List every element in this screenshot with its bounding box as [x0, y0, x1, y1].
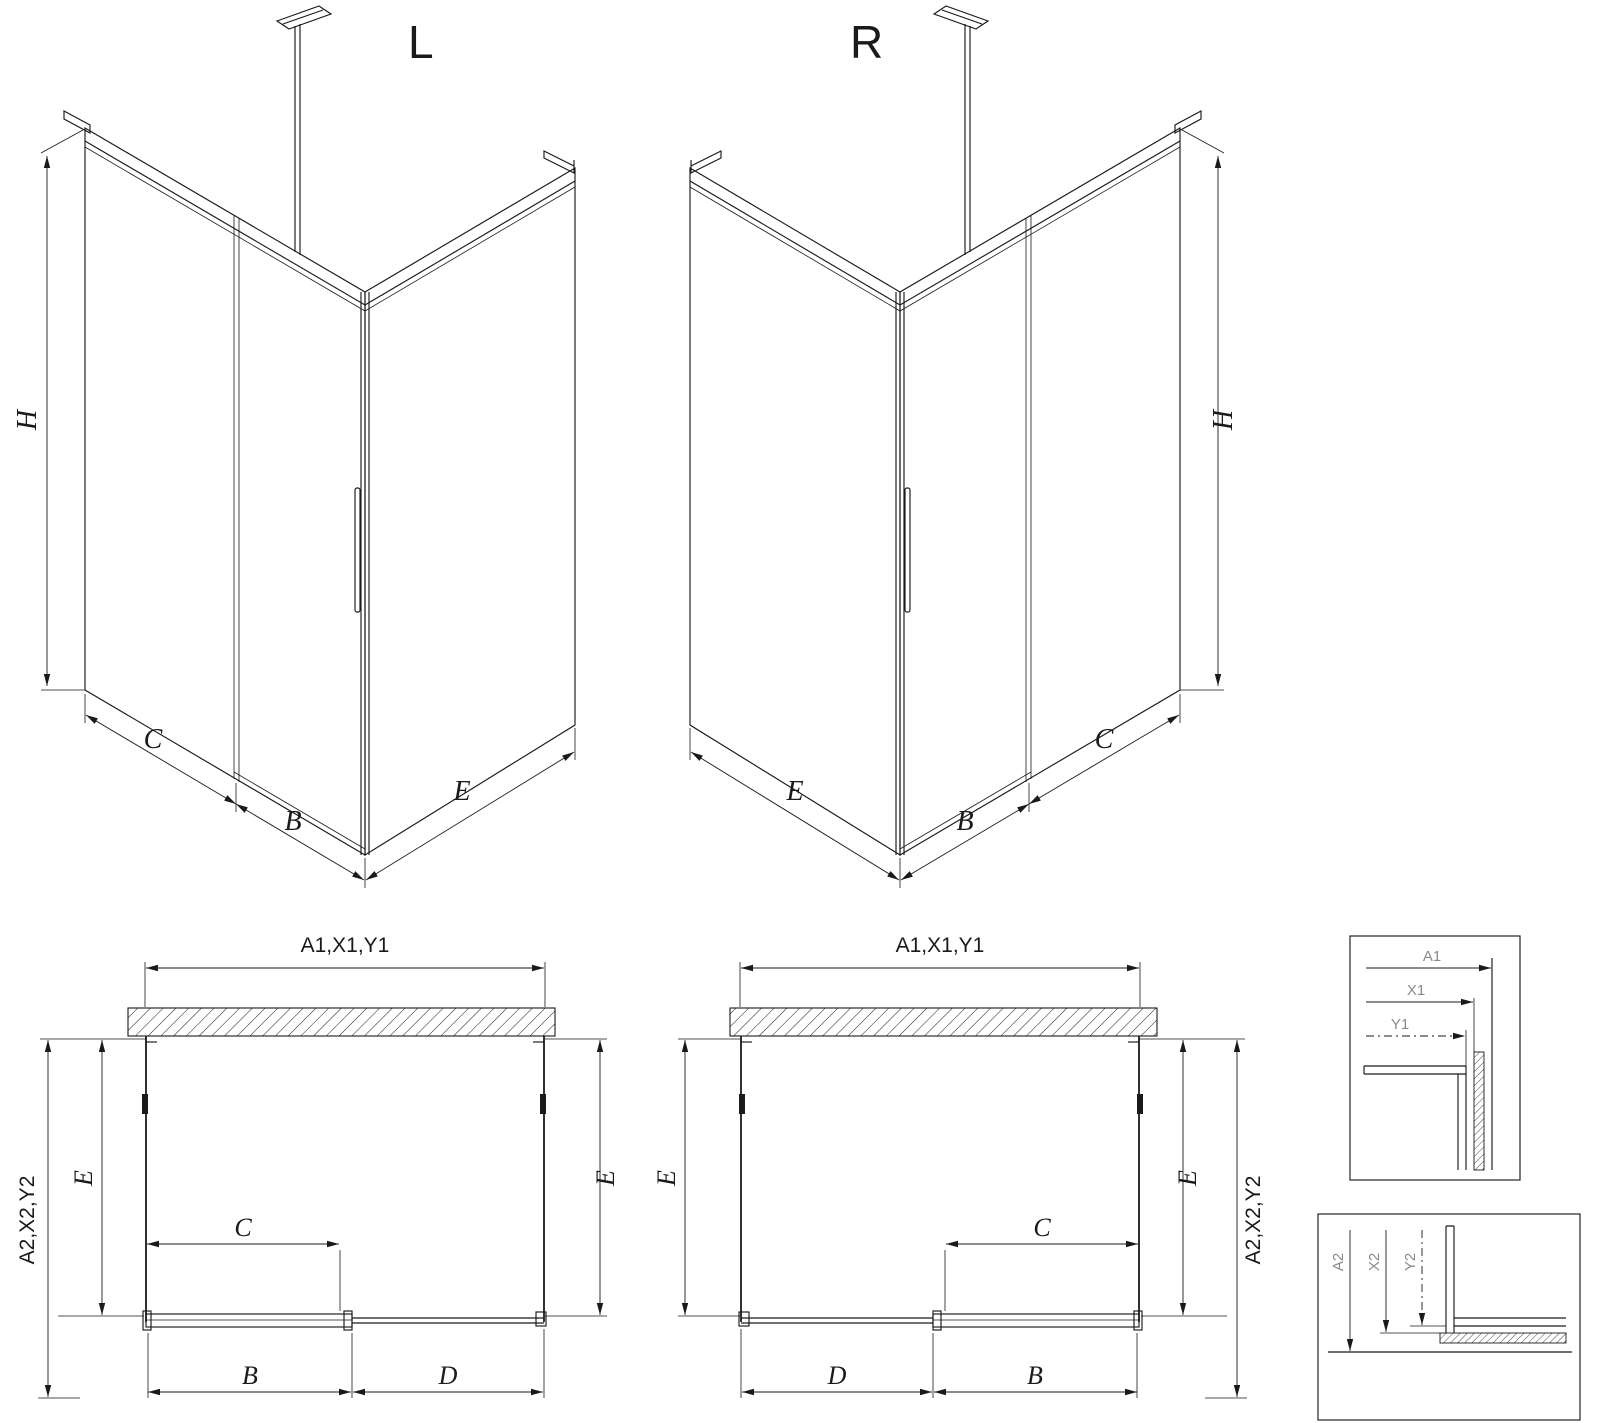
dim-width-label: A1,X1,Y1	[896, 934, 985, 957]
dim-a1-label: A1	[1423, 948, 1441, 965]
dim-x1-label: X1	[1407, 982, 1425, 999]
detail-box	[1349, 935, 1521, 1181]
dim-d-label: D	[438, 1361, 458, 1390]
dim-h-label: H	[1208, 408, 1239, 431]
iso-left-linework	[41, 6, 575, 888]
dim-y2-label: Y2	[1402, 1253, 1419, 1271]
dim-e-label: E	[785, 776, 803, 807]
wall-section-hatched	[729, 1007, 1158, 1037]
dim-b-label: B	[284, 806, 301, 837]
dim-y1-label: Y1	[1391, 1016, 1409, 1033]
dim-a2-label: A2	[1330, 1253, 1347, 1271]
dim-e-right-label: E	[591, 1170, 620, 1187]
dim-e-right-label: E	[1173, 1170, 1202, 1187]
dim-b-label: B	[1027, 1361, 1043, 1390]
iso-view-right: R H E B C	[690, 6, 1239, 888]
glass-section-hatched	[1439, 1332, 1567, 1344]
iso-right-linework	[690, 6, 1224, 888]
detail-view-bottom: A2 X2 Y2	[1317, 1213, 1581, 1421]
plan-view-left: A1,X1,Y1 A2,X2,Y2 E E C B D	[16, 934, 620, 1398]
dim-e-label: E	[452, 776, 470, 807]
dim-b-label: B	[956, 806, 973, 837]
dim-c-label: C	[1095, 724, 1114, 755]
dim-depth-label: A2,X2,Y2	[16, 1176, 39, 1265]
detail-view-top: A1 X1 Y1	[1349, 935, 1521, 1181]
variant-label-left: L	[408, 16, 434, 68]
iso-view-left: L H C B E	[12, 6, 575, 888]
dim-c-label: C	[1033, 1213, 1051, 1242]
profile-section	[1363, 1065, 1467, 1170]
dim-e-left-label: E	[652, 1170, 681, 1187]
dim-depth-label: A2,X2,Y2	[1242, 1176, 1265, 1265]
wall-section-hatched	[127, 1007, 556, 1037]
dim-x2-label: X2	[1366, 1253, 1383, 1271]
dim-b-label: B	[242, 1361, 258, 1390]
dim-h-label: H	[12, 408, 43, 431]
profile-section	[1445, 1225, 1566, 1333]
glass-section-hatched	[1473, 1051, 1485, 1171]
dim-width-label: A1,X1,Y1	[301, 934, 390, 957]
dim-e-left-label: E	[69, 1170, 98, 1187]
dim-d-label: D	[827, 1361, 847, 1390]
variant-label-right: R	[850, 16, 883, 68]
dim-c-label: C	[234, 1213, 252, 1242]
detail-box	[1317, 1213, 1581, 1421]
plan-view-right: A1,X1,Y1 A2,X2,Y2 E E C D B	[652, 934, 1265, 1398]
dim-c-label: C	[144, 724, 163, 755]
